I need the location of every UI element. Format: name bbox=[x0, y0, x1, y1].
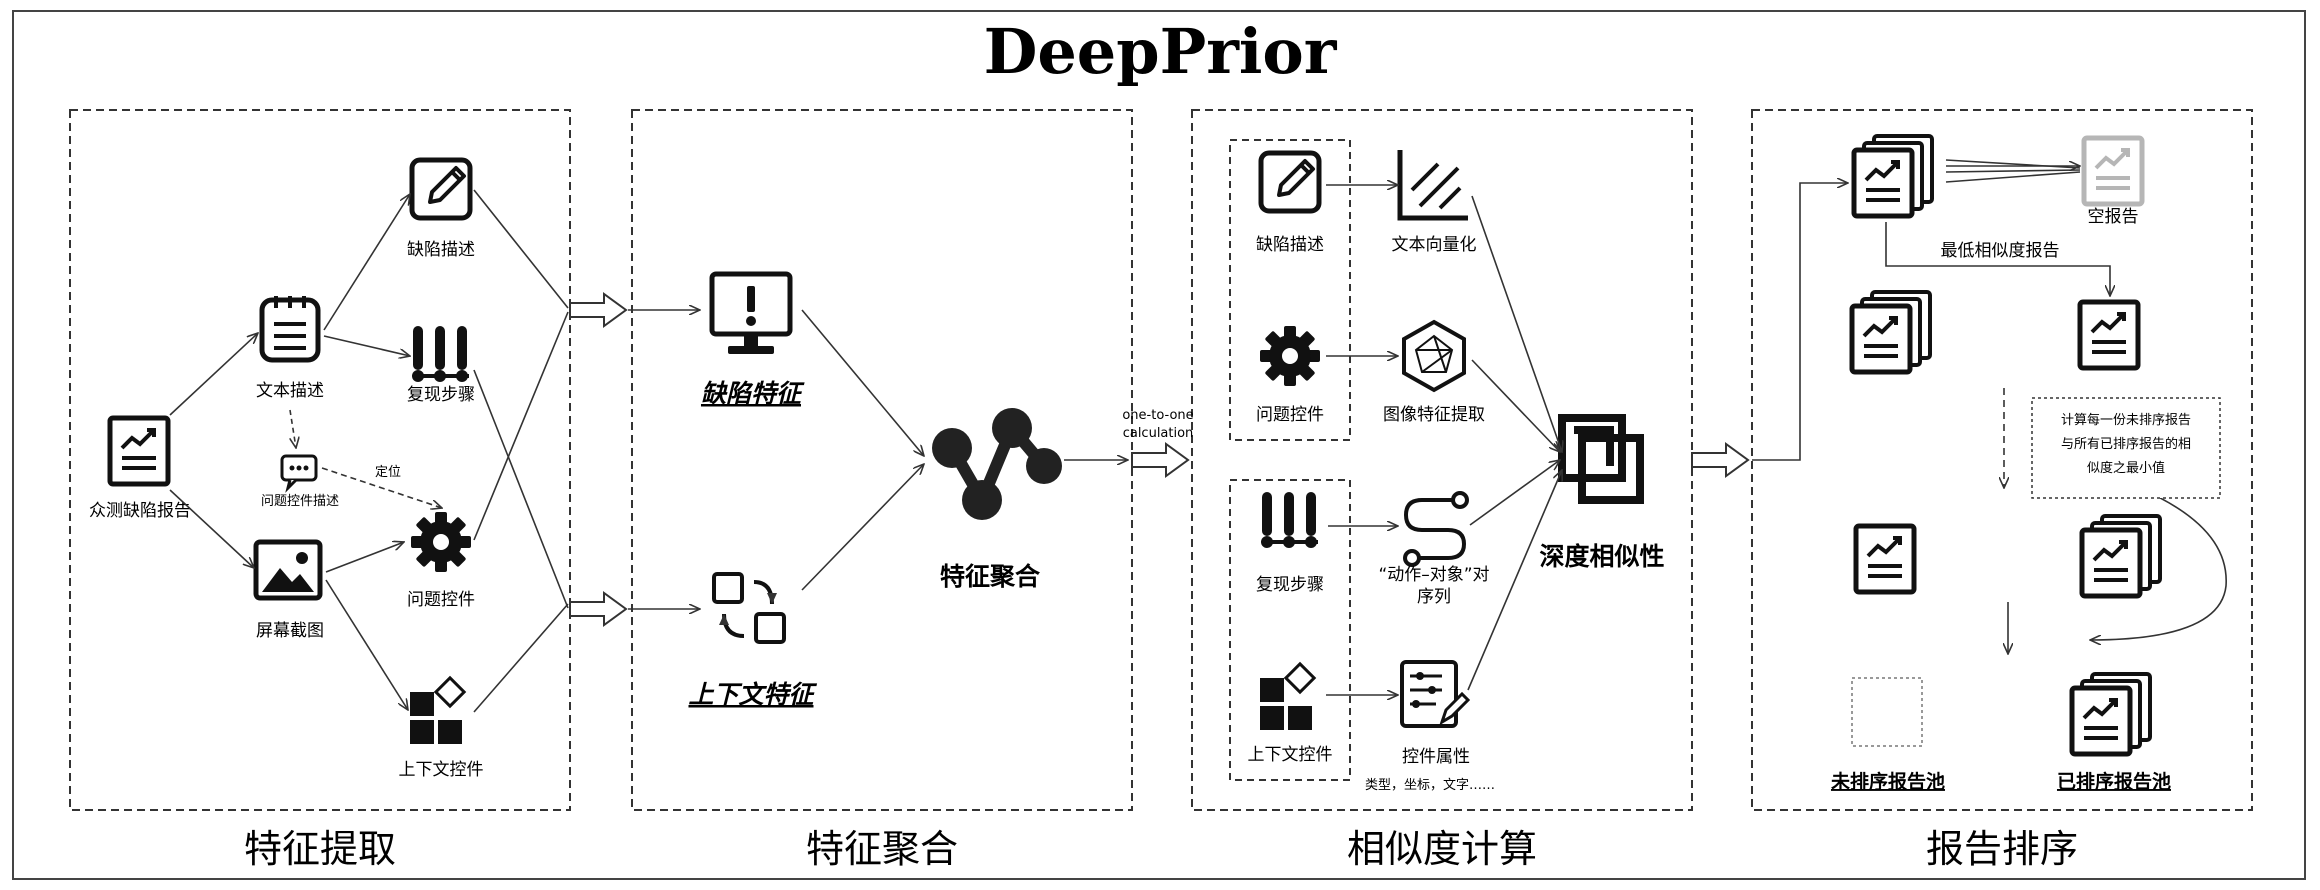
similarity-group-bottom bbox=[1229, 479, 1351, 781]
note-box bbox=[2031, 397, 2221, 499]
defect-feature-label: 缺陷特征 bbox=[701, 379, 805, 408]
widget-desc-label: 问题控件描述 bbox=[261, 494, 339, 509]
sim-defect-desc-label: 缺陷描述 bbox=[1256, 235, 1324, 255]
defect-desc-label: 缺陷描述 bbox=[407, 240, 475, 260]
screenshot-label: 屏幕截图 bbox=[256, 621, 324, 641]
chat-icon bbox=[280, 454, 318, 493]
image-icon bbox=[253, 539, 323, 601]
sim-context-widget-label: 上下文控件 bbox=[1248, 745, 1333, 765]
widgets-icon bbox=[408, 676, 466, 746]
text-vec-label: 文本向量化 bbox=[1392, 235, 1477, 255]
block-arrows bbox=[569, 292, 1750, 627]
monitor-alert-icon bbox=[709, 271, 793, 354]
pencil-icon bbox=[412, 160, 470, 218]
text-desc-label: 文本描述 bbox=[256, 381, 324, 401]
lowest-sim-label: 最低相似度报告 bbox=[1941, 241, 2060, 261]
calc-label-line1: one-to-one bbox=[1122, 408, 1193, 423]
panel-label-aggregate: 特征聚合 bbox=[806, 827, 958, 871]
single-report-icon bbox=[1856, 526, 1914, 592]
repro-steps-label: 复现步骤 bbox=[407, 385, 475, 405]
panel-ranking bbox=[1751, 109, 2253, 811]
deep-sim-label: 深度相似性 bbox=[1539, 542, 1664, 571]
report-stack-right bbox=[2082, 516, 2160, 596]
sorted-pool-label: 已排序报告池 bbox=[2057, 770, 2171, 793]
widget-attr-label: 控件属性 bbox=[1402, 747, 1470, 767]
context-widget-label: 上下文控件 bbox=[399, 760, 484, 780]
vector-chart-icon bbox=[1397, 150, 1468, 221]
report-stack-mid bbox=[1852, 292, 1930, 372]
sim-steps-icon bbox=[1259, 490, 1320, 550]
panel-label-similarity: 相似度计算 bbox=[1347, 827, 1537, 871]
ranking-connectors bbox=[1752, 159, 2227, 654]
panel-label-extract: 特征提取 bbox=[244, 827, 396, 871]
notepad-icon bbox=[259, 296, 321, 363]
image-feature-icon bbox=[1402, 319, 1466, 393]
similarity-group-top bbox=[1229, 139, 1351, 441]
context-cycle-icon bbox=[712, 572, 786, 644]
unsorted-pool-icon bbox=[1851, 677, 1923, 747]
sim-repro-steps-label: 复现步骤 bbox=[1256, 575, 1324, 595]
empty-report-label: 空报告 bbox=[2088, 207, 2139, 227]
deep-similarity-icon bbox=[1558, 414, 1644, 504]
sim-widgets-icon bbox=[1258, 662, 1316, 732]
context-feature-label: 上下文特征 bbox=[688, 680, 817, 709]
sim-gear-icon bbox=[1260, 326, 1320, 386]
widget-attr-icon bbox=[1400, 660, 1471, 728]
sorted-pool-icon bbox=[2072, 674, 2150, 754]
sim-pencil-icon bbox=[1261, 153, 1319, 211]
sim-problem-widget-label: 问题控件 bbox=[1256, 405, 1324, 425]
note-line2: 与所有已排序报告的相 bbox=[2061, 436, 2191, 452]
img-feat-label: 图像特征提取 bbox=[1383, 405, 1485, 425]
feature-agg-label: 特征聚合 bbox=[940, 562, 1041, 591]
crowd-report-label: 众测缺陷报告 bbox=[89, 501, 191, 521]
sequence-icon bbox=[1403, 491, 1469, 567]
similarity-connectors bbox=[1326, 185, 1562, 695]
panel-label-ranking: 报告排序 bbox=[1926, 827, 2078, 871]
report-icon bbox=[110, 418, 168, 484]
panel-extract bbox=[69, 109, 571, 811]
note-line1: 计算每一份未排序报告 bbox=[2061, 412, 2191, 428]
problem-widget-label: 问题控件 bbox=[407, 590, 475, 610]
attr-note-label: 类型，坐标，文字…… bbox=[1365, 778, 1495, 793]
panel-similarity bbox=[1191, 109, 1693, 811]
calc-label-line2: calculation bbox=[1123, 426, 1194, 441]
seq-label-line2: 序列 bbox=[1417, 587, 1451, 607]
diagram-frame bbox=[12, 10, 2306, 880]
unsorted-pool-label: 未排序报告池 bbox=[1830, 770, 1945, 793]
steps-icon bbox=[410, 324, 471, 384]
note-line3: 似度之最小值 bbox=[2087, 460, 2165, 476]
locate-label: 定位 bbox=[375, 465, 401, 480]
seq-label-line1: “动作–对象”对 bbox=[1378, 565, 1489, 585]
lowest-report-icon bbox=[2080, 302, 2138, 368]
empty-report-icon bbox=[2084, 138, 2142, 204]
gear-icon bbox=[411, 512, 471, 572]
page-title: DeepPrior bbox=[984, 15, 1338, 88]
report-stack-top bbox=[1854, 136, 1932, 216]
extract-connectors bbox=[169, 189, 569, 713]
aggregation-graph-icon bbox=[932, 408, 1062, 520]
aggregate-connectors bbox=[628, 310, 1128, 609]
